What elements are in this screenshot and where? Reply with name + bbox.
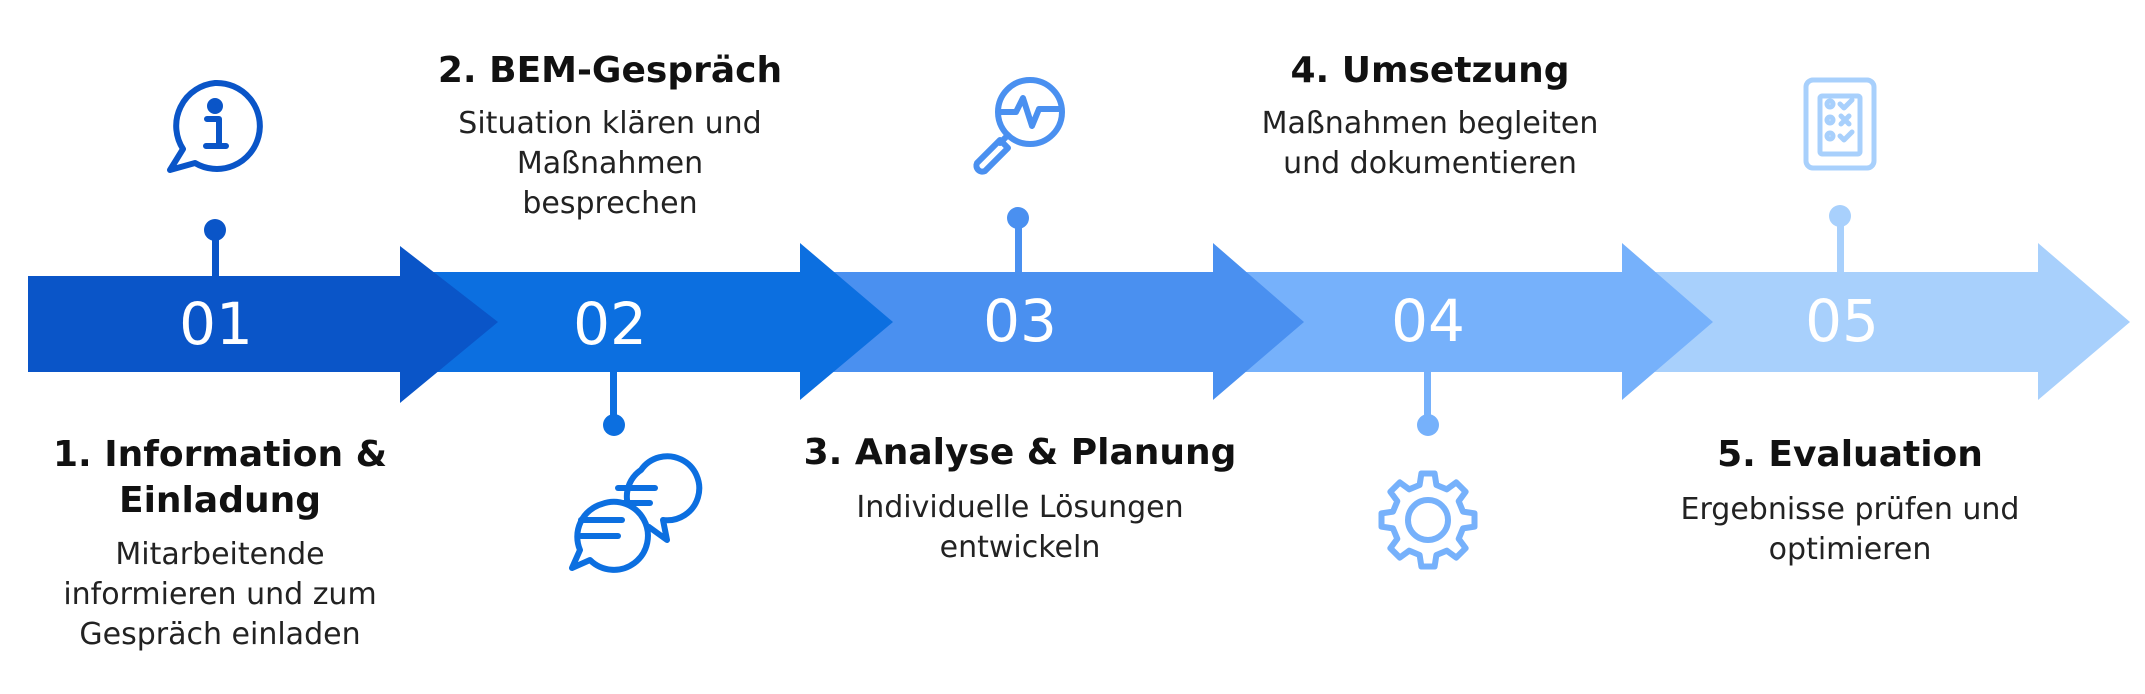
connector-02 xyxy=(603,372,625,436)
step-description-4: Maßnahmen begleiten und dokumentieren xyxy=(1261,106,1599,181)
arrow-01 xyxy=(28,246,498,403)
connector-01 xyxy=(204,219,226,276)
step-number-02: 02 xyxy=(573,290,647,358)
arrow-04 xyxy=(1213,243,1713,400)
step-title-1: 1. Information & Einladung xyxy=(52,434,388,521)
step-number-05: 05 xyxy=(1805,287,1879,355)
magnifier-pulse-icon xyxy=(973,77,1065,175)
gear-icon xyxy=(1378,470,1478,570)
step-title-2: 2. BEM-Gespräch xyxy=(437,50,783,91)
step-title-3: 3. Analyse & Planung xyxy=(803,432,1237,473)
step-description-3: Individuelle Lösungen entwickeln xyxy=(856,490,1184,565)
chat-bubbles-icon xyxy=(569,453,703,573)
clipboard-checklist-icon xyxy=(1803,77,1877,171)
step-number-04: 04 xyxy=(1391,287,1465,355)
arrow-05 xyxy=(1622,243,2130,400)
arrow-02 xyxy=(400,243,893,400)
arrow-03 xyxy=(800,243,1304,400)
step-title-5: 5. Evaluation xyxy=(1717,434,1983,475)
connector-03 xyxy=(1007,207,1029,272)
step-description-1: Mitarbeitende informieren und zum Gesprä… xyxy=(63,537,377,652)
step-title-4: 4. Umsetzung xyxy=(1290,50,1570,91)
info-chat-bubble-icon xyxy=(167,79,263,173)
step-description-5: Ergebnisse prüfen und optimieren xyxy=(1680,492,2020,567)
connector-04 xyxy=(1417,372,1439,436)
step-number-01: 01 xyxy=(179,290,253,358)
step-number-03: 03 xyxy=(983,287,1057,355)
step-description-2: Situation klären und Maßnahmen bespreche… xyxy=(458,106,762,221)
connector-05 xyxy=(1829,205,1851,272)
